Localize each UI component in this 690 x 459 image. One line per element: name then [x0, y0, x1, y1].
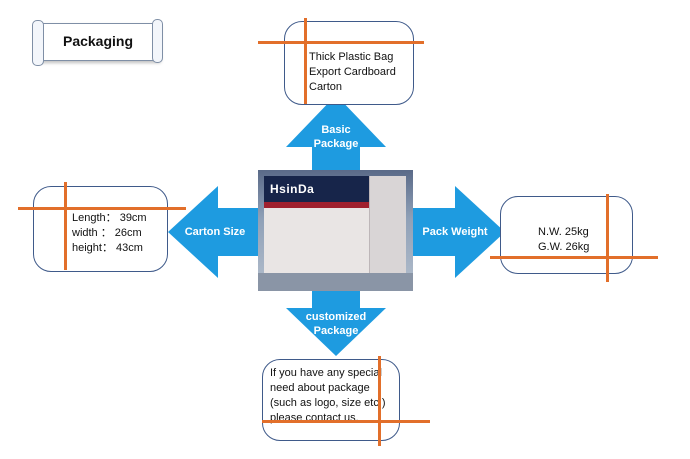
carton-photo: HsinDa [258, 170, 413, 291]
carton-size-label: Carton Size [184, 226, 246, 238]
accent-line-horizontal [490, 256, 658, 259]
basic-package-line2: Export Cardboard [309, 66, 396, 78]
custom-note-line1: If you have any special [270, 367, 382, 379]
carton-box-image: HsinDa [264, 176, 406, 284]
accent-line-horizontal [262, 420, 430, 423]
accent-line-horizontal [258, 41, 424, 44]
basic-package-label-line2: Package [313, 138, 359, 150]
customized-package-box: If you have any special need about packa… [262, 359, 400, 441]
left-arrow [168, 186, 258, 278]
up-arrow [286, 95, 386, 170]
basic-package-label: Basic Package [300, 123, 372, 151]
basic-package-line1: Thick Plastic Bag [309, 51, 394, 63]
pack-weight-label: Pack Weight [422, 226, 488, 238]
carton-width: width ： 26cm [72, 227, 142, 239]
accent-line-horizontal [18, 207, 186, 210]
custom-note-line3: (such as logo, size etc.) [270, 397, 386, 409]
accent-line-vertical [64, 182, 67, 270]
customized-package-label: customized Package [296, 310, 376, 338]
basic-package-label-line1: Basic [321, 124, 351, 136]
pack-weight-box: N.W. 25kg G.W. 26kg [500, 196, 633, 274]
net-weight: N.W. 25kg [538, 226, 589, 238]
accent-line-vertical [378, 356, 381, 446]
accent-line-vertical [606, 194, 609, 282]
gross-weight: G.W. 26kg [538, 241, 590, 253]
customized-package-label-line1: customized [305, 311, 367, 323]
down-arrow [286, 291, 386, 356]
page-title: Packaging [62, 33, 134, 49]
brand-text: HsinDa [270, 182, 315, 196]
accent-line-vertical [304, 18, 307, 104]
basic-package-line3: Carton [309, 81, 343, 93]
carton-size-box: Length： 39cm width ： 26cm height： 43cm [33, 186, 168, 272]
carton-length: Length： 39cm [72, 212, 147, 224]
title-banner: Packaging [32, 19, 163, 66]
right-arrow [413, 186, 505, 278]
customized-package-label-line2: Package [313, 325, 359, 337]
custom-note-line2: need about package [270, 382, 370, 394]
carton-height: height： 43cm [72, 242, 143, 254]
